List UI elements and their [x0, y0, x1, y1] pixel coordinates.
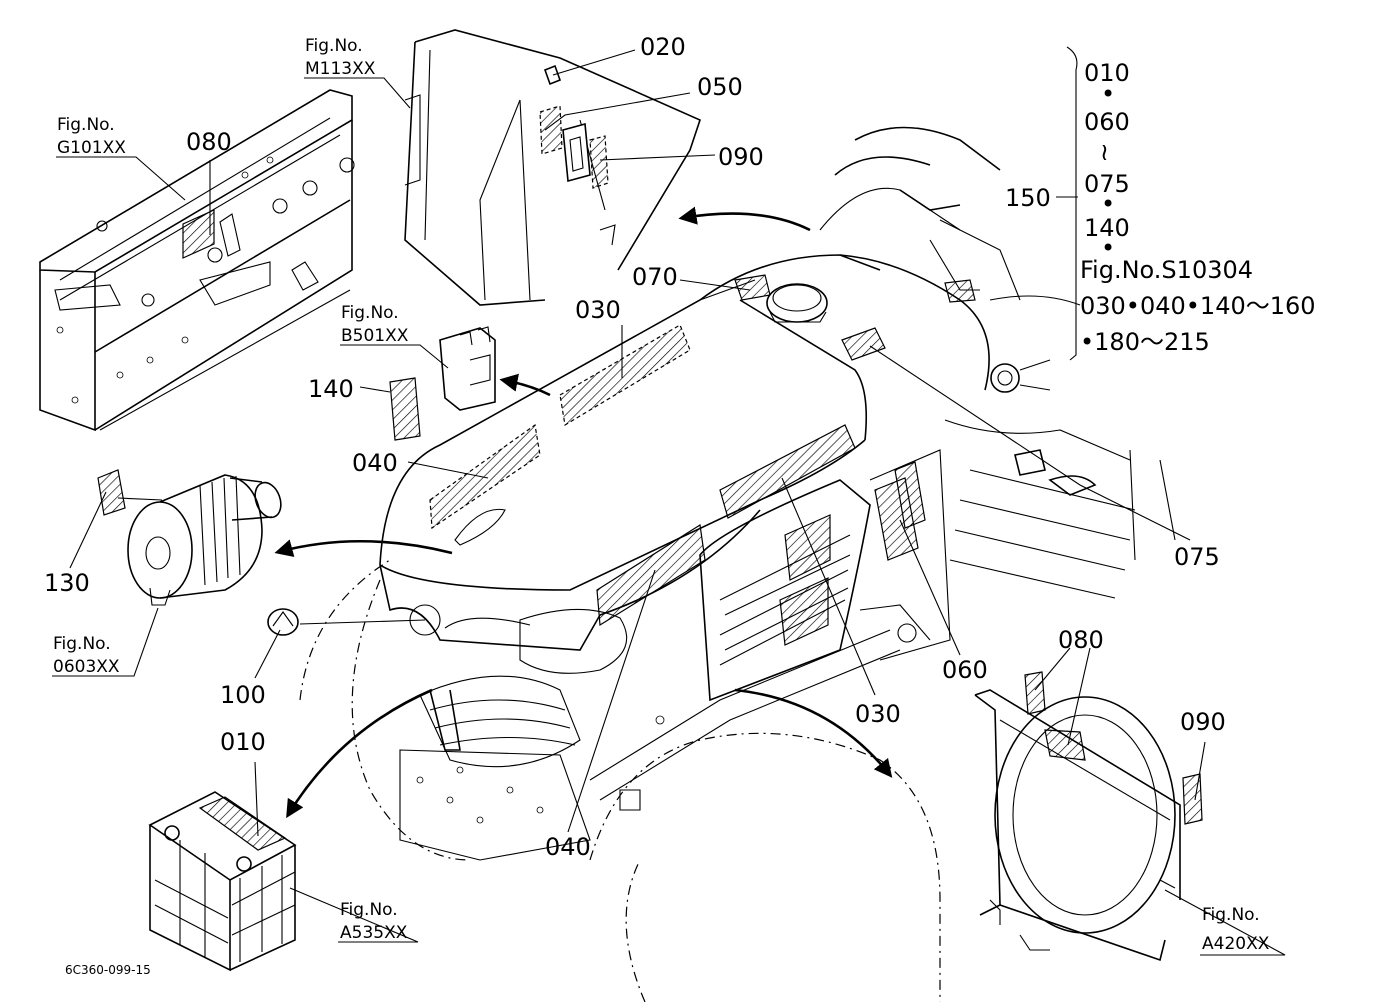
fig-a535-caption: Fig.No. — [340, 900, 398, 920]
callout-130: 130 — [44, 569, 90, 597]
fig-m113-code: M113XX — [305, 59, 376, 79]
fig-b501-caption: Fig.No. — [341, 303, 399, 323]
set-item-010: 010 — [1084, 59, 1130, 87]
callout-010: 010 — [220, 728, 266, 756]
callout-090: 090 — [1180, 708, 1226, 736]
set-line-3: •180～215 — [1080, 328, 1210, 356]
set-item-060: 060 — [1084, 108, 1130, 136]
callout-labels: 020 050 090 080 070 030 140 040 075 130 … — [44, 33, 1226, 861]
callout-060: 060 — [942, 656, 988, 684]
drawing-code: 6C360-099-15 — [65, 963, 151, 977]
set-list: 010 • 060 ≀ 075 • 140 • Fig.No.S10304 03… — [1080, 59, 1316, 356]
callout-080: 080 — [1058, 626, 1104, 654]
callout-075: 075 — [1174, 543, 1220, 571]
fig-g101-code: G101XX — [57, 138, 126, 158]
set-item-075: 075 — [1084, 170, 1130, 198]
set-dot-3: • — [1101, 234, 1115, 262]
set-dot-2: • — [1101, 190, 1115, 218]
callout-020: 020 — [640, 33, 686, 61]
cover-b501 — [439, 326, 496, 411]
wheels — [299, 559, 941, 1002]
battery — [148, 791, 297, 972]
callout-070: 070 — [632, 263, 678, 291]
fig-b501-code: B501XX — [341, 326, 409, 346]
fig-0603-code: 0603XX — [53, 657, 120, 677]
frame-assembly — [39, 89, 355, 432]
set-item-140: 140 — [1084, 214, 1130, 242]
callout-150: 150 — [1005, 184, 1051, 212]
set-ref-line: Fig.No.S10304 — [1080, 256, 1253, 284]
fig-m113-caption: Fig.No. — [305, 36, 363, 56]
callout-100: 080 — [186, 128, 232, 156]
callout-120: 100 — [220, 681, 266, 709]
set-tilde: ≀ — [1100, 138, 1109, 166]
set-line-2: 030•040•140～160 — [1080, 292, 1316, 320]
fig-references: Fig.No. M113XX Fig.No. G101XX Fig.No. B5… — [53, 36, 1270, 954]
card-140 — [389, 377, 421, 441]
callout-030-top: 030 — [575, 296, 621, 324]
fan-shroud — [974, 671, 1203, 962]
hood — [379, 254, 990, 768]
grille-panel — [404, 29, 701, 306]
callout-040-top: 040 — [352, 449, 398, 477]
air-cleaner — [97, 469, 282, 606]
fig-0603-caption: Fig.No. — [53, 634, 111, 654]
callout-140: 140 — [308, 375, 354, 403]
fig-a535-code: A535XX — [340, 923, 408, 943]
flow-arrows — [274, 206, 893, 819]
fig-g101-caption: Fig.No. — [57, 115, 115, 135]
operator-area — [819, 126, 1176, 599]
fig-a420-code: A420XX — [1202, 934, 1270, 954]
set-dot-1: • — [1101, 80, 1115, 108]
callout-050: 050 — [697, 73, 743, 101]
emblem-120 — [267, 608, 299, 636]
fig-a420-caption: Fig.No. — [1202, 905, 1260, 925]
callout-030-bottom: 030 — [855, 700, 901, 728]
hood-decals — [429, 274, 976, 627]
callout-040-bottom: 040 — [545, 833, 591, 861]
leader-lines — [52, 46, 1286, 956]
callout-110: 090 — [718, 143, 764, 171]
